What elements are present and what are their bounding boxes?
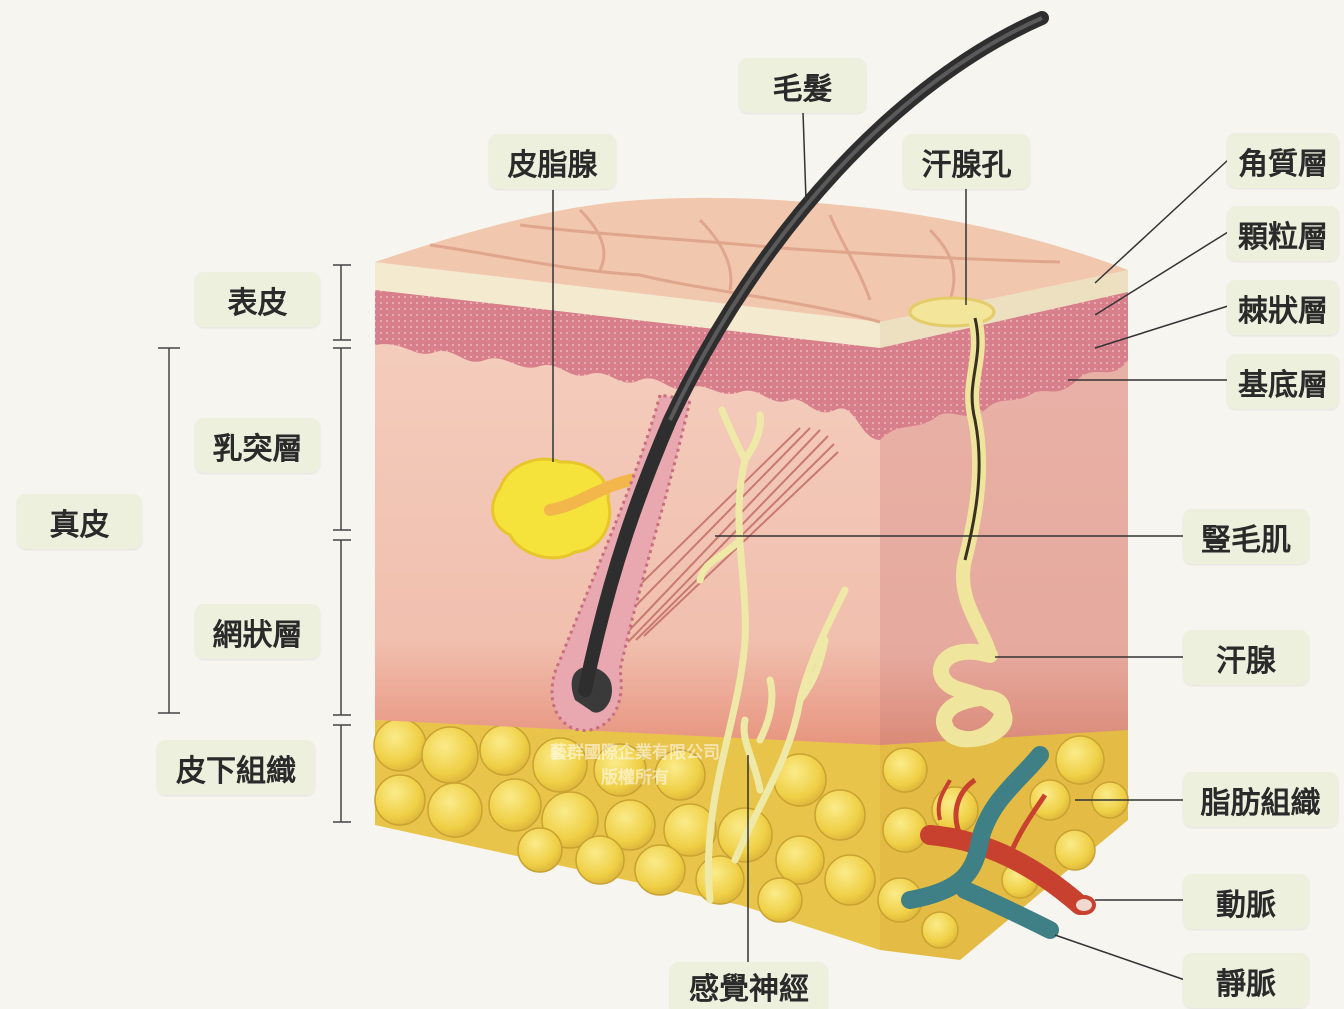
label-artery: 動脈 <box>1183 874 1309 929</box>
fat-globule <box>815 790 865 840</box>
fat-globule <box>1030 780 1070 820</box>
fat-globule <box>518 828 562 872</box>
watermark: 藝群國際企業有限公司 版權所有 <box>525 738 745 788</box>
fat-globule <box>374 719 426 771</box>
fat-globule <box>635 845 685 895</box>
label-subcutaneous-tissue: 皮下組織 <box>157 740 315 795</box>
label-arrector-pili: 豎毛肌 <box>1183 509 1309 564</box>
fat-globule <box>375 775 425 825</box>
label-stratum-basale: 基底層 <box>1227 354 1339 409</box>
fat-globule <box>883 748 927 792</box>
label-epidermis: 表皮 <box>195 272 320 327</box>
fat-globule <box>883 808 927 852</box>
label-stratum-corneum: 角質層 <box>1227 133 1339 188</box>
fat-globule <box>480 725 530 775</box>
fat-globule <box>776 836 824 884</box>
label-stratum-granulosum: 顆粒層 <box>1227 206 1339 261</box>
layer-brackets <box>158 265 351 822</box>
fat-globule <box>1055 830 1095 870</box>
fat-globule <box>576 836 624 884</box>
label-stratum-spinosum: 棘狀層 <box>1227 280 1339 335</box>
label-papillary-layer: 乳突層 <box>195 418 320 473</box>
label-sweat-gland: 汗腺 <box>1183 630 1309 685</box>
fat-globule <box>422 727 478 783</box>
label-adipose-tissue: 脂肪組織 <box>1183 772 1338 827</box>
watermark-line-1: 藝群國際企業有限公司 <box>525 738 745 763</box>
label-sebaceous-gland: 皮脂腺 <box>489 134 616 189</box>
label-hair: 毛髮 <box>739 58 866 113</box>
label-dermis: 真皮 <box>17 494 142 549</box>
fat-globule <box>758 878 802 922</box>
fat-globule <box>428 783 482 837</box>
label-vein: 靜脈 <box>1183 953 1309 1008</box>
label-sweat-pore: 汗腺孔 <box>903 134 1030 189</box>
fat-globule <box>1056 736 1104 784</box>
label-reticular-layer: 網狀層 <box>195 604 320 659</box>
fat-globule <box>696 856 744 904</box>
fat-globule <box>825 855 875 905</box>
watermark-line-2: 版權所有 <box>525 763 745 788</box>
label-sensory-nerve: 感覺神經 <box>670 962 828 1009</box>
fat-globule <box>922 912 958 948</box>
